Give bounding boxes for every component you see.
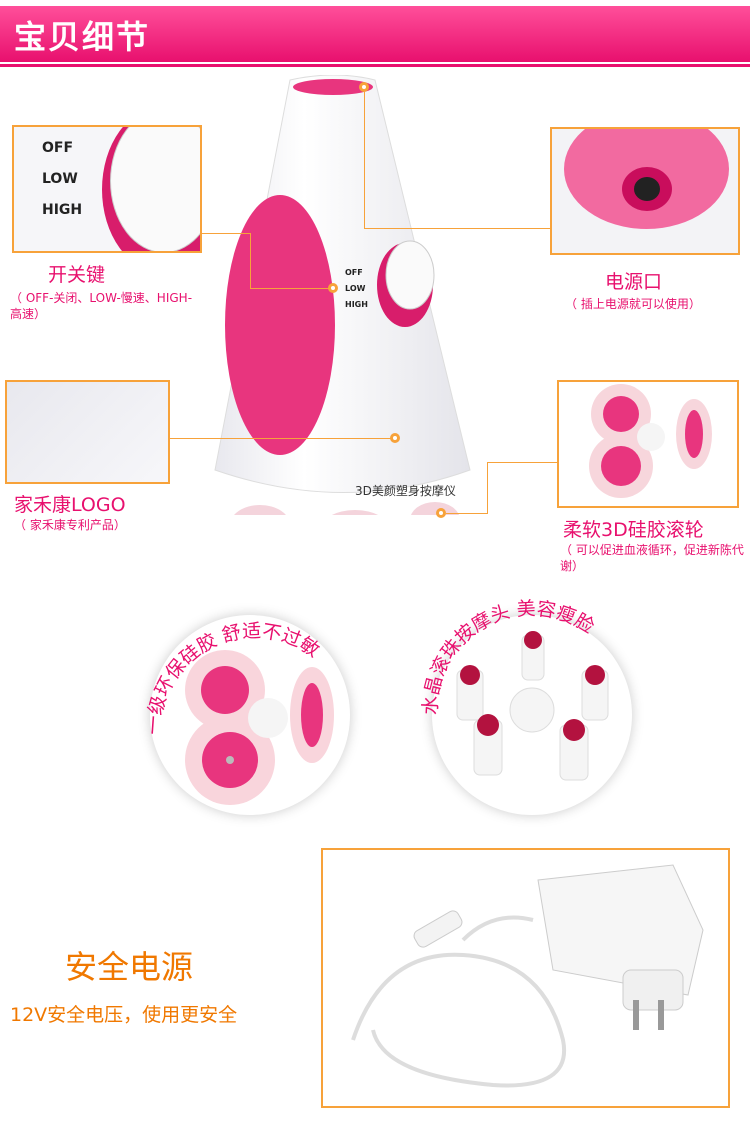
callout-dot (328, 283, 338, 293)
switch-label-low: LOW (42, 171, 78, 187)
section-title: 宝贝细节 (14, 18, 151, 56)
callout-line (364, 228, 550, 229)
power-port-closeup (550, 127, 740, 255)
callout-dot (359, 82, 369, 92)
callout-dot (436, 508, 446, 518)
adapter-image-frame (321, 848, 730, 1108)
power-port-caption: 电源口 (605, 271, 663, 293)
callout-line (487, 462, 488, 514)
logo-note: （ 家禾康专利产品） (14, 518, 126, 532)
svg-text:水晶滚珠按摩头 美容瘦脸: 水晶滚珠按摩头 美容瘦脸 (420, 598, 599, 716)
massager-device-image: OFF LOW HIGH 3D美颜塑身按摩仪 (214, 75, 471, 515)
feature-arc-text: 水晶滚珠按摩头 美容瘦脸 (420, 598, 599, 716)
svg-text:OFF: OFF (345, 268, 363, 277)
callout-line (446, 513, 487, 514)
section-header: 宝贝细节 (0, 0, 750, 70)
svg-text:LOW: LOW (345, 284, 366, 293)
callout-line (364, 88, 365, 228)
switch-caption: 开关键 (48, 264, 106, 286)
switch-closeup: OFF LOW HIGH (12, 125, 202, 253)
feature-arc-text: 一级环保硅胶 舒适不过敏 (143, 620, 324, 735)
callout-line (487, 462, 557, 463)
device-label: 3D美颜塑身按摩仪 (355, 483, 456, 498)
roller-caption: 柔软3D硅胶滚轮 (563, 519, 704, 541)
roller-note: （ 可以促进血液循环，促进新陈代谢） (560, 543, 744, 573)
silicone-roller-feature (150, 615, 350, 815)
header-divider (0, 64, 750, 67)
callout-line (202, 233, 250, 234)
switch-label-off: OFF (42, 140, 74, 156)
callout-line (170, 438, 395, 439)
power-port-note: （ 插上电源就可以使用） (565, 297, 701, 311)
callout-line (250, 288, 330, 289)
crystal-ball-feature (432, 615, 632, 815)
safety-title: 安全电源 (65, 948, 194, 986)
roller-closeup (557, 380, 739, 508)
callout-dot (390, 433, 400, 443)
switch-label-high: HIGH (42, 202, 83, 218)
header-bar (0, 6, 750, 62)
svg-text:HIGH: HIGH (345, 300, 368, 309)
logo-closeup (5, 380, 170, 484)
safety-subtitle: 12V安全电压，使用更安全 (10, 1004, 238, 1026)
logo-caption: 家禾康LOGO (14, 494, 126, 516)
callout-line (250, 233, 251, 288)
svg-text:一级环保硅胶 舒适不过敏: 一级环保硅胶 舒适不过敏 (143, 620, 324, 735)
switch-note: （ OFF-关闭、LOW-慢速、HIGH-高速） (10, 291, 193, 321)
